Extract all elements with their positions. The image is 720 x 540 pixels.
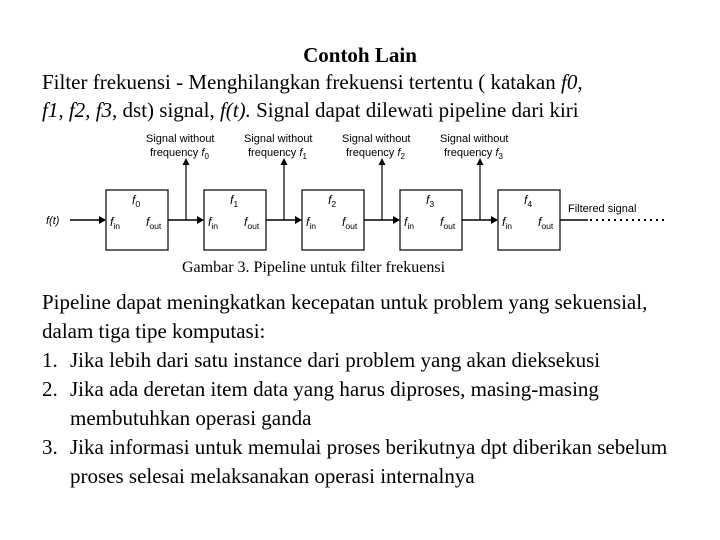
stage-output-label: fout (538, 215, 554, 231)
stage-frequency-label: f2 (328, 193, 336, 209)
stage-link-arrow (197, 216, 204, 224)
stage-input-label: fin (502, 215, 512, 231)
body-paragraph: Pipeline dapat meningkatkan kecepatan un… (42, 290, 648, 343)
intro-line2-suffix: Signal dapat dilewati pipeline dari kiri (250, 98, 579, 122)
stage-frequency-label: f1 (230, 193, 238, 209)
stage-link-arrow (393, 216, 400, 224)
slide-title: Contoh Lain (303, 43, 417, 67)
tap-label-line2: frequency f0 (150, 147, 209, 161)
tap-arrow-head (378, 158, 386, 165)
filter-stage-box (301, 189, 365, 251)
intro-f2: f2, (68, 98, 91, 122)
intro-line2-mid: dst) signal, (117, 98, 220, 122)
list-item-text: Jika lebih dari satu instance dari probl… (70, 348, 601, 372)
stage-frequency-label: f3 (426, 193, 434, 209)
intro-line-2: f1, f2, f3, dst) signal, f(t). Signal da… (42, 96, 682, 124)
list-item-text: Jika ada deretan item data yang harus di… (70, 377, 599, 430)
stage-input-label: fin (306, 215, 316, 231)
body-text: Pipeline dapat meningkatkan kecepatan un… (42, 288, 702, 491)
tap-arrow-head (476, 158, 484, 165)
input-label: f(t) (46, 215, 60, 227)
tap-label-line2: frequency f2 (346, 147, 405, 161)
list-item: 1. Jika lebih dari satu instance dari pro… (42, 346, 702, 375)
list-item: 3. Jika informasi untuk memulai proses be… (42, 433, 702, 491)
stage-input-label: fin (110, 215, 120, 231)
input-arrow-head (99, 216, 106, 224)
stage-output-label: fout (146, 215, 162, 231)
list-item: 2. Jika ada deretan item data yang harus … (42, 375, 702, 433)
figure-caption: Gambar 3. Pipeline untuk filter frekuens… (182, 259, 446, 276)
tap-label-line1: Signal without (342, 133, 411, 145)
list-item-text: Jika informasi untuk memulai proses beri… (70, 435, 668, 488)
list-item-number: 2. (42, 377, 58, 401)
filter-stage-box (203, 189, 267, 251)
intro-ft: f(t). (219, 98, 251, 122)
stage-frequency-label: f0 (132, 193, 140, 209)
pipeline-diagram: f(t) f0 fin fout Signal without frequency f0 f… (46, 133, 668, 251)
intro-line-1: Filter frekuensi - Menghilangkan frekuen… (42, 68, 682, 96)
tap-label-line1: Signal without (146, 133, 215, 145)
stage-output-label: fout (440, 215, 456, 231)
filter-stage-box (399, 189, 463, 251)
stage-output-label: fout (244, 215, 260, 231)
intro-text: Filter frekuensi - Menghilangkan frekuen… (42, 68, 682, 124)
intro-line1-prefix: Filter frekuensi - Menghilangkan frekuen… (42, 70, 561, 94)
tap-label-line2: frequency f1 (248, 147, 307, 161)
tap-arrow-head (182, 158, 190, 165)
stage-output-label: fout (342, 215, 358, 231)
stage-input-label: fin (404, 215, 414, 231)
body-list: 1. Jika lebih dari satu instance dari pro… (42, 346, 702, 491)
list-item-number: 1. (42, 348, 58, 372)
tap-label-line1: Signal without (244, 133, 313, 145)
stage-link-arrow (491, 216, 498, 224)
stage-input-label: fin (208, 215, 218, 231)
output-label: Filtered signal (568, 203, 636, 215)
tap-label-line1: Signal without (440, 133, 509, 145)
list-item-number: 3. (42, 435, 58, 459)
intro-f0: f0, (561, 70, 583, 94)
stage-frequency-label: f4 (524, 193, 532, 209)
intro-f3: f3, (95, 98, 118, 122)
intro-f1: f1, (42, 98, 64, 122)
tap-arrow-head (280, 158, 288, 165)
tap-label-line2: frequency f3 (444, 147, 503, 161)
stage-link-arrow (295, 216, 302, 224)
